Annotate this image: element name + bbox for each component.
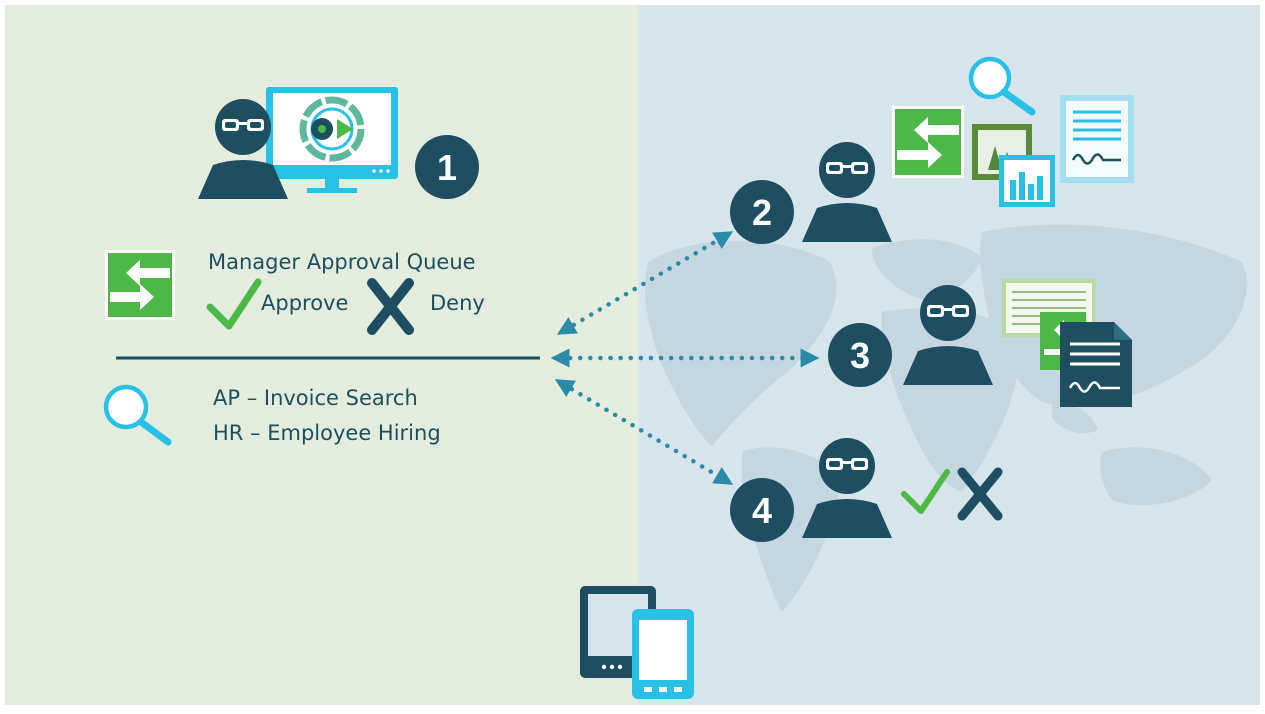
computer-monitor-icon: [266, 87, 398, 193]
search-icon: [968, 56, 1036, 116]
deny-label: Deny: [430, 291, 485, 315]
search-icon: [103, 384, 172, 446]
step-number: 3: [850, 335, 870, 376]
deny-x-icon: [367, 278, 414, 335]
arrow-to-step-4: [554, 379, 734, 485]
step-number: 4: [752, 490, 772, 531]
workflow-queue-icon: [105, 250, 175, 320]
chart-document-icon: [999, 155, 1055, 207]
step-badge-1: 1: [415, 135, 479, 199]
contract-document-icon: [1060, 322, 1132, 407]
step-number: 2: [752, 192, 772, 233]
arrow-to-step-2: [556, 231, 734, 335]
invoice-search-label: AP – Invoice Search: [213, 386, 418, 410]
employee-hiring-label: HR – Employee Hiring: [213, 421, 441, 445]
workflow-queue-icon: [892, 106, 964, 178]
step-badge-3: 3: [828, 323, 892, 387]
checkmark-icon: [206, 278, 262, 330]
approve-label: Approve: [261, 291, 349, 315]
step-number: 1: [437, 147, 457, 188]
checkmark-icon: [901, 469, 950, 514]
step-badge-2: 2: [730, 180, 794, 244]
deny-x-icon: [957, 467, 1003, 521]
manager-approval-queue-title: Manager Approval Queue: [208, 250, 476, 274]
signed-document-icon: [1060, 95, 1134, 183]
step-badge-4: 4: [730, 478, 794, 542]
mobile-phone-icon: [632, 609, 694, 699]
